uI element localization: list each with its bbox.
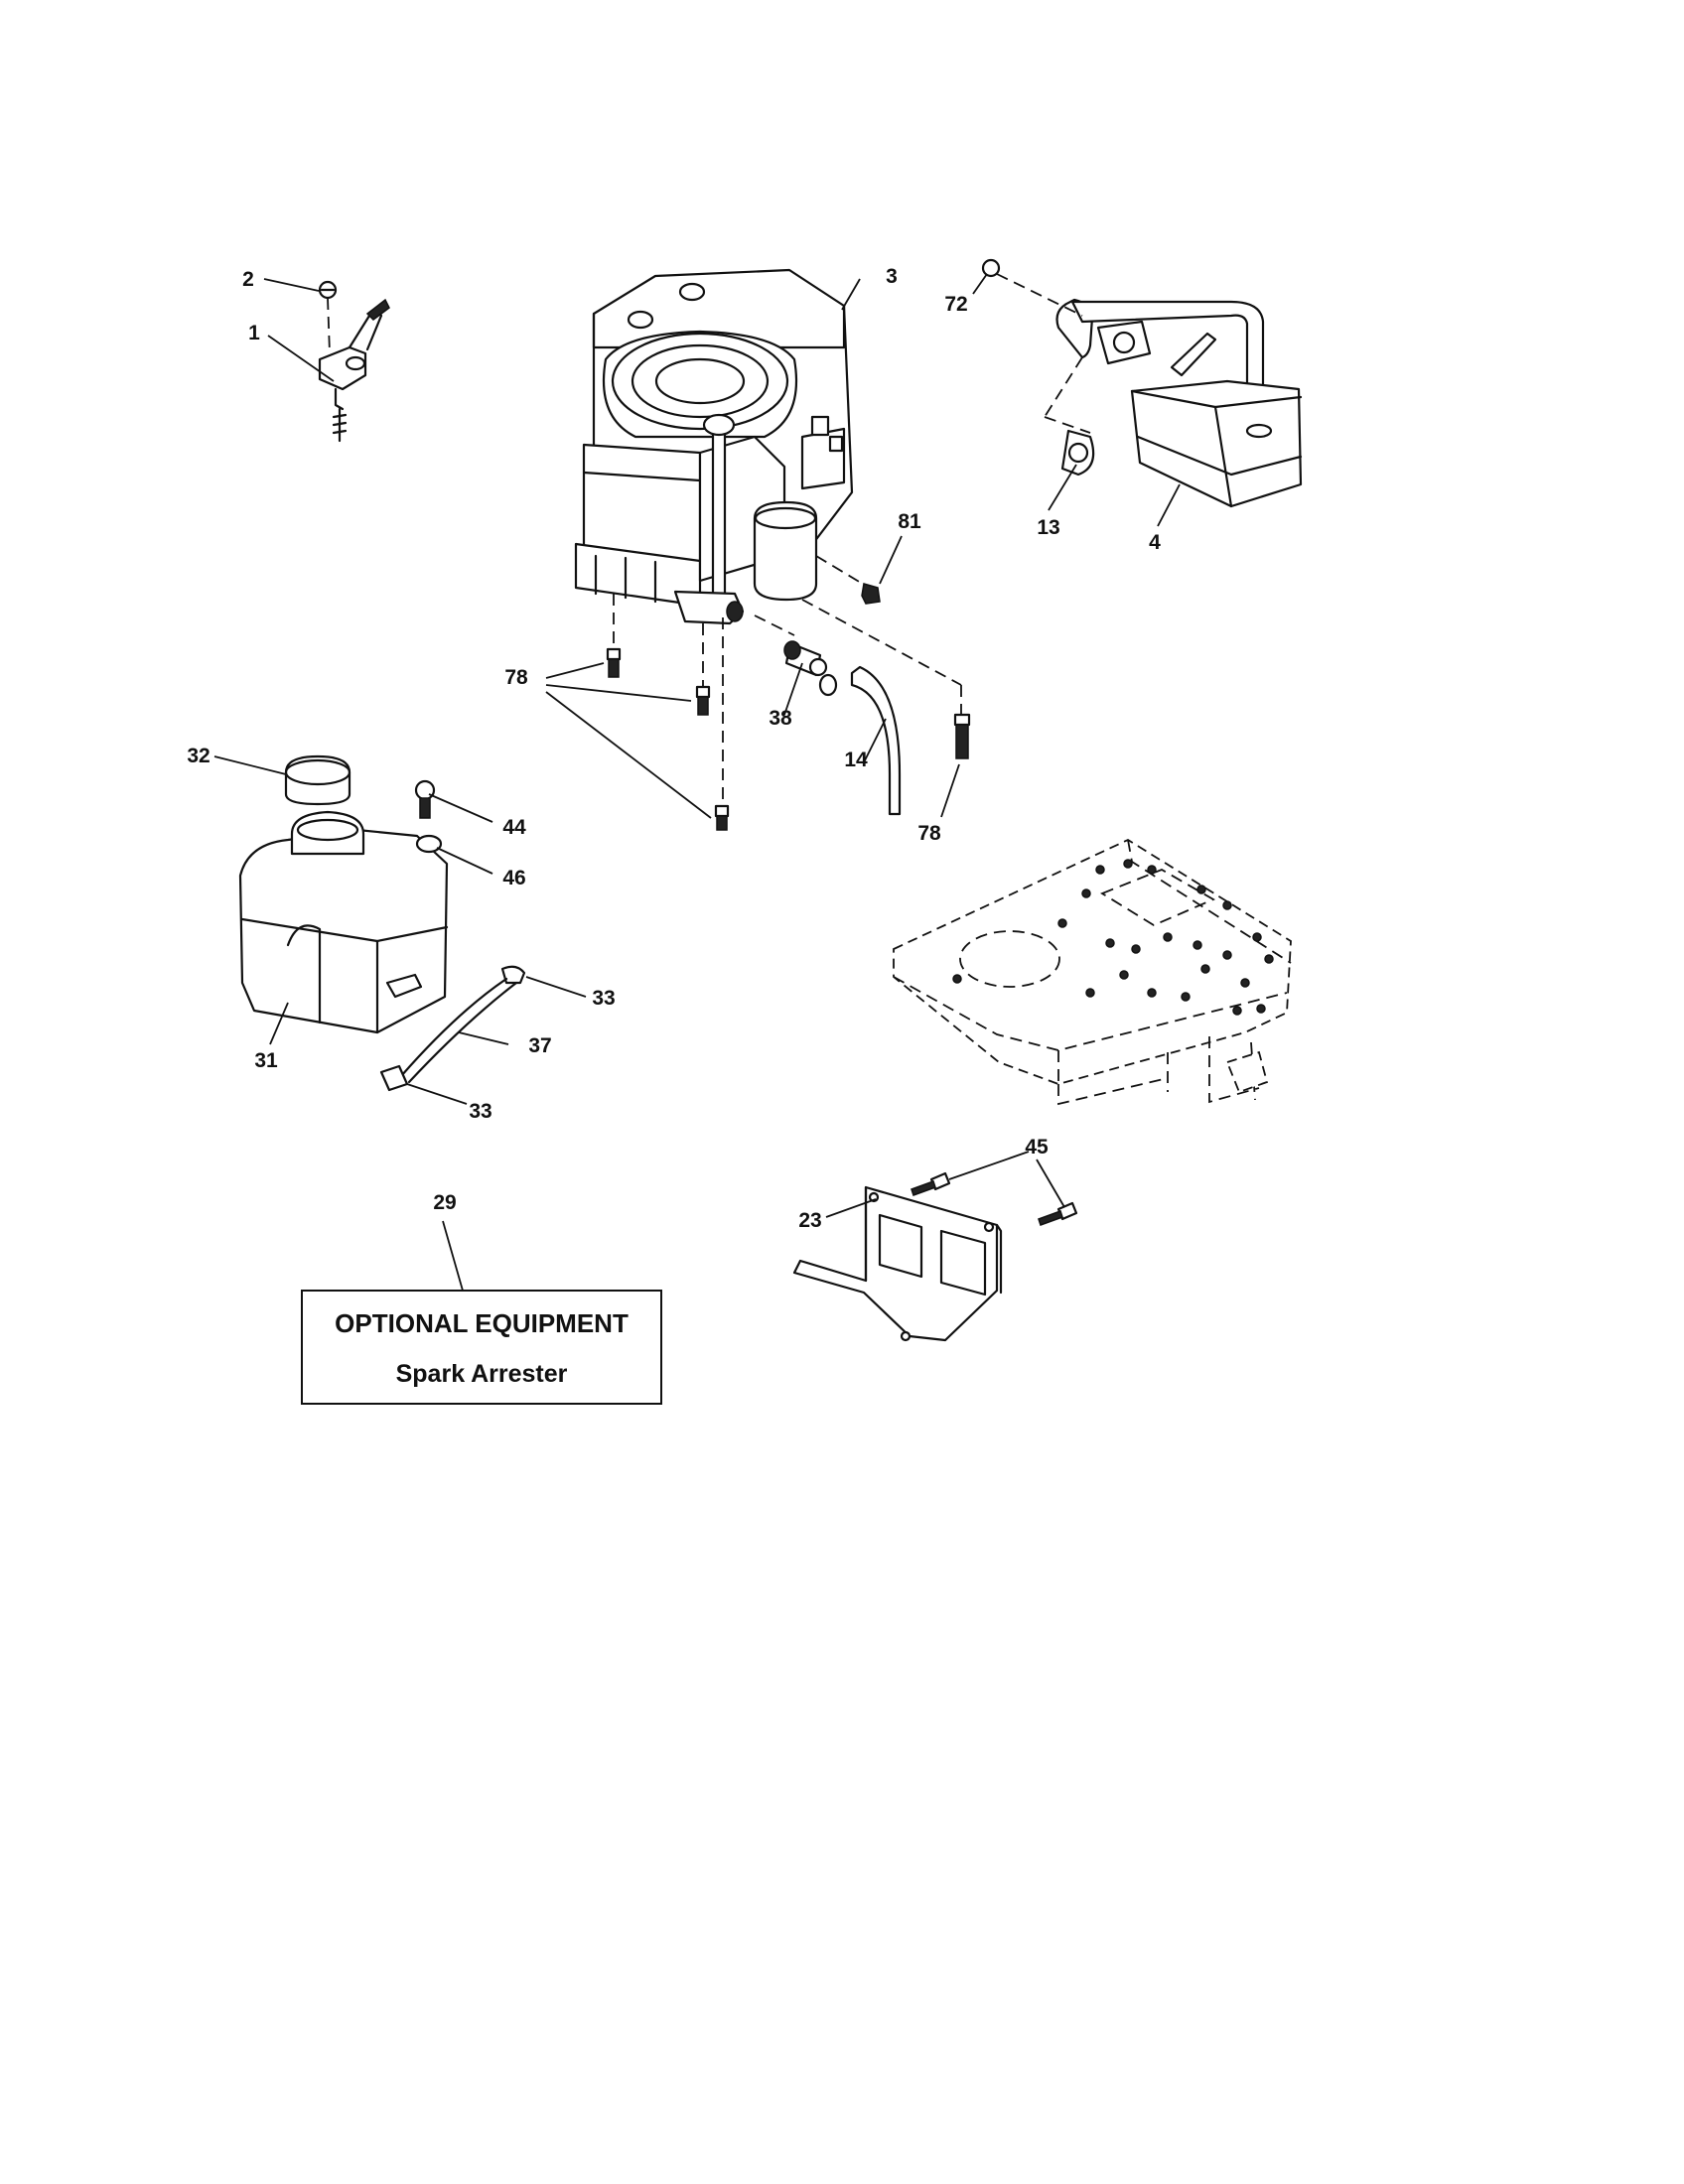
frame-holes xyxy=(952,859,1274,1016)
callout-44: 44 xyxy=(502,816,526,839)
callout-72: 72 xyxy=(944,293,967,316)
callout-32: 32 xyxy=(187,745,210,767)
callout-78-left: 78 xyxy=(504,666,528,689)
callout-78-right: 78 xyxy=(917,822,941,845)
callout-37: 37 xyxy=(528,1034,551,1057)
optional-equipment-title: OPTIONAL EQUIPMENT xyxy=(335,1308,629,1338)
callout-1: 1 xyxy=(248,322,260,344)
optional-equipment-subtitle: Spark Arrester xyxy=(396,1360,568,1388)
frame-chassis-outline xyxy=(893,838,1292,1106)
callout-31: 31 xyxy=(254,1049,278,1072)
callout-13: 13 xyxy=(1037,516,1059,539)
callout-4: 4 xyxy=(1149,531,1161,554)
callout-46: 46 xyxy=(502,867,525,889)
callout-33-upper: 33 xyxy=(592,987,615,1010)
optional-equipment-box: OPTIONAL EQUIPMENT Spark Arrester xyxy=(301,1220,662,1405)
callout-3: 3 xyxy=(886,265,898,288)
callout-33-lower: 33 xyxy=(469,1100,491,1123)
callout-45: 45 xyxy=(1025,1136,1049,1159)
callout-2: 2 xyxy=(242,268,254,291)
muffler-assembly xyxy=(972,258,1303,527)
fuel-tank-assembly xyxy=(213,754,587,1105)
callout-labels: 2 1 3 72 13 4 81 78 38 14 78 32 44 46 33… xyxy=(187,265,1161,1232)
callout-38: 38 xyxy=(769,707,792,730)
callout-23: 23 xyxy=(798,1209,821,1232)
engine-assembly xyxy=(574,268,962,809)
engine-mount-bolts xyxy=(545,647,971,831)
callout-81: 81 xyxy=(898,510,921,533)
throttle-control-assembly xyxy=(263,278,390,443)
heat-shield-assembly xyxy=(792,1151,1078,1342)
fuel-valve-and-hose xyxy=(783,535,903,816)
callout-14: 14 xyxy=(844,749,868,771)
callout-29: 29 xyxy=(433,1191,456,1214)
